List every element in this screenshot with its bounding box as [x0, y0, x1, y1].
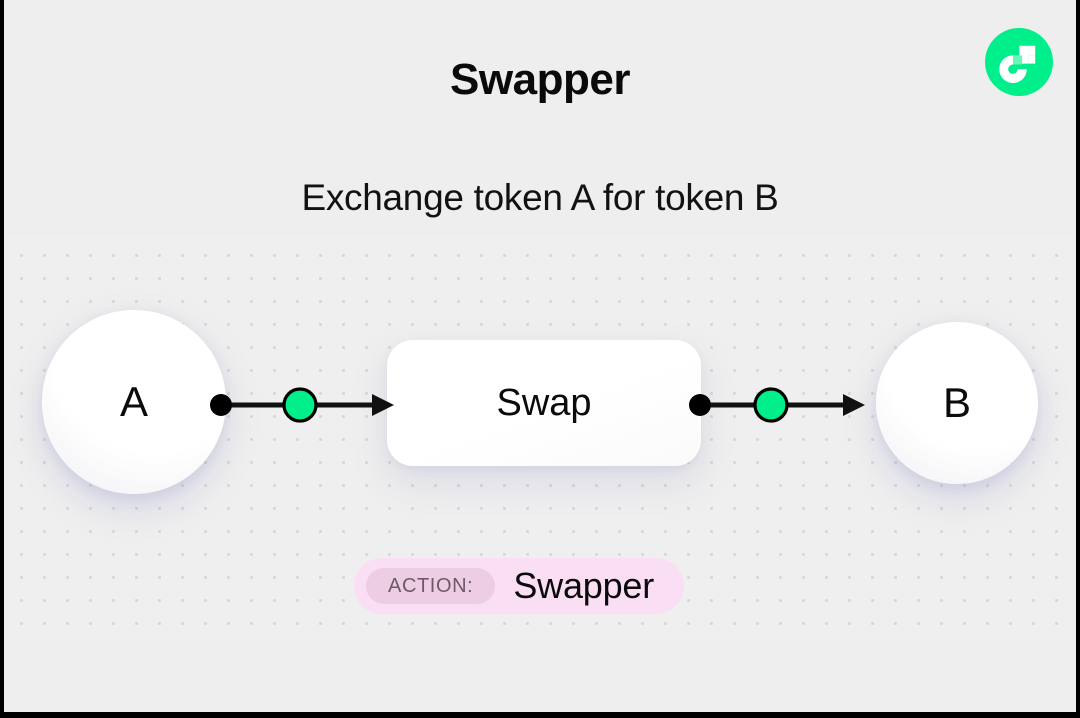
status-badge: ACTION: Swapper: [354, 558, 685, 614]
connector-swap-to-b: [683, 381, 883, 429]
connector-source-dot: [210, 394, 232, 416]
node-token-b[interactable]: B: [876, 322, 1038, 484]
node-token-a[interactable]: A: [42, 310, 226, 494]
action-value: Swapper: [513, 565, 655, 606]
connector-green-marker: [753, 387, 789, 423]
node-swap-label: Swap: [496, 382, 592, 424]
node-token-a-label: A: [119, 378, 148, 425]
flow-logo[interactable]: [982, 25, 1056, 99]
page-subtitle: Exchange token A for token B: [301, 177, 779, 218]
connector-green-marker: [282, 387, 318, 423]
page-title: Swapper: [450, 55, 630, 104]
node-token-b-label: B: [942, 379, 971, 426]
connector-source-dot: [689, 394, 711, 416]
action-label: ACTION:: [366, 568, 496, 604]
node-swap[interactable]: Swap: [387, 340, 701, 466]
app-stage: Swapper Exchange token A for token B A S…: [4, 0, 1076, 712]
connector-a-to-swap: [204, 381, 404, 429]
